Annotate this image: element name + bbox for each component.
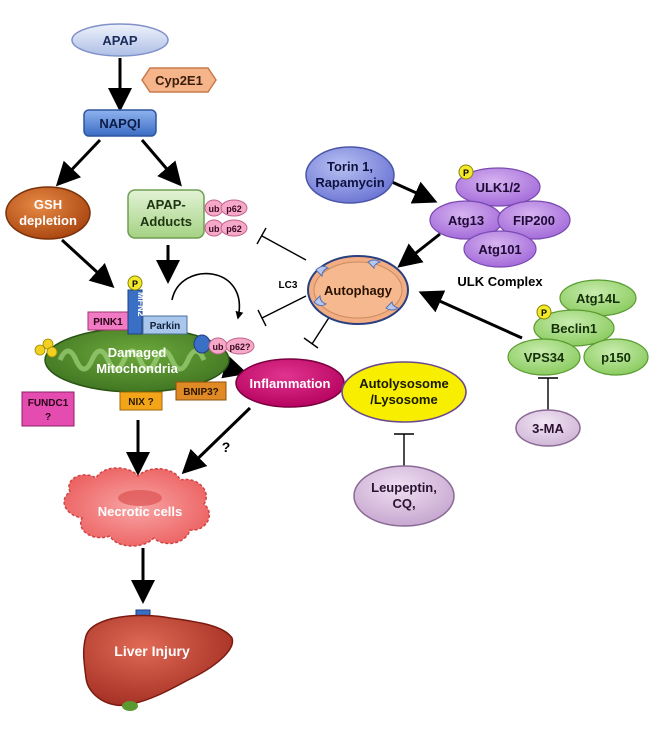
mitochondria-cristae xyxy=(57,348,207,372)
beclin-phospho-label: P xyxy=(541,308,547,318)
mfn2-phospho: P xyxy=(127,275,143,291)
inhibit-autophagy-inflammation xyxy=(311,315,331,345)
beclin-phospho xyxy=(536,304,552,320)
adducts-ub-p62-bottom: ub p62 xyxy=(204,219,248,237)
liver-injury-node: Liver Injury xyxy=(82,609,234,711)
arrow-ulk-autophagy xyxy=(397,232,441,268)
lc3-marker-3 xyxy=(313,294,328,307)
necrotic-cells-node: Necrotic cells xyxy=(63,467,210,547)
damaged-mitochondria-node: Damaged Mitochondria xyxy=(44,327,230,393)
napqi-label: NAPQI xyxy=(99,116,140,131)
inhibit-autophagy-mito xyxy=(261,295,307,319)
mito-ub-label: ub xyxy=(213,342,224,352)
bnip3-node: BNIP3? xyxy=(175,381,227,401)
mito-p62q-label: p62? xyxy=(229,342,250,352)
inhibit-autophagy-adducts-bar xyxy=(256,227,267,245)
leup-label-line1: Leupeptin, xyxy=(371,480,437,495)
autophagy-label: Autophagy xyxy=(324,283,393,298)
autolysosome-node: Autolysosome /Lysosome xyxy=(341,361,467,423)
arrow-parkin-loop xyxy=(171,272,244,320)
pink1-label: PINK1 xyxy=(93,317,123,328)
apap-adducts-node: APAP- Adducts xyxy=(127,189,205,239)
cyp2e1-node: Cyp2E1 xyxy=(141,67,217,93)
necrotic-label: Necrotic cells xyxy=(98,504,183,519)
arrow-torin-ulk xyxy=(391,180,438,204)
vps34-label: VPS34 xyxy=(524,350,565,365)
mito-label-line1: Damaged xyxy=(108,345,167,360)
fundc1-label-line1: FUNDC1 xyxy=(28,398,69,409)
nix-label: NIX ? xyxy=(128,397,154,408)
3ma-node: 3-MA xyxy=(515,409,581,447)
adducts-ub-top: ub xyxy=(209,204,220,214)
lyso-label-line1: Autolysosome xyxy=(359,376,449,391)
lc3-label: LC3 xyxy=(279,280,298,291)
ulk-complex-caption: ULK Complex xyxy=(457,274,543,289)
fip200-label: FIP200 xyxy=(513,213,555,228)
adducts-ub-bottom: ub xyxy=(209,224,220,234)
ulk-complex: ULK1/2 Atg13 FIP200 Atg101 P ULK Complex xyxy=(429,164,571,289)
adducts-label-line2: Adducts xyxy=(140,214,192,229)
arrow-gsh-mito xyxy=(60,238,115,289)
napqi-node: NAPQI xyxy=(83,109,157,137)
fundc1-node: FUNDC1 ? xyxy=(21,391,75,427)
ulk-phospho-label: P xyxy=(463,168,469,178)
ulk-phospho xyxy=(458,164,474,180)
adducts-p62-top: p62 xyxy=(226,204,242,214)
parkin-label: Parkin xyxy=(150,321,181,332)
arrow-beclin-autophagy xyxy=(418,290,523,340)
beclin1-complex: Atg14L Beclin1 VPS34 p150 P xyxy=(507,279,649,376)
pink1-node: PINK1 xyxy=(87,311,129,331)
nix-node: NIX ? xyxy=(119,391,163,411)
bnip3-label: BNIP3? xyxy=(183,387,219,398)
apap-node: APAP xyxy=(71,23,169,57)
beclin1-label: Beclin1 xyxy=(551,321,597,336)
lc3-marker-1 xyxy=(315,265,330,278)
lc3-marker-2 xyxy=(367,259,382,270)
connectors xyxy=(55,58,558,604)
torin-rapamycin-node: Torin 1, Rapamycin xyxy=(305,146,395,204)
leupeptin-cq-node: Leupeptin, CQ, xyxy=(353,465,455,527)
3ma-label: 3-MA xyxy=(532,421,564,436)
arrow-inflammation-necrotic xyxy=(181,406,252,475)
mito-yellow-dots xyxy=(34,338,58,358)
p150-label: p150 xyxy=(601,350,631,365)
adducts-p62-bottom: p62 xyxy=(226,224,242,234)
inhibit-autophagy-inflammation-bar xyxy=(303,337,319,349)
mfn2-label: MFN2 xyxy=(136,292,146,317)
cyp2e1-label: Cyp2E1 xyxy=(155,73,203,88)
inflammation-question: ? xyxy=(222,439,231,455)
torin-label-line1: Torin 1, xyxy=(327,159,373,174)
inflammation-label: Inflammation xyxy=(250,376,331,391)
lc3-marker-4 xyxy=(385,300,400,311)
fundc1-label-line2: ? xyxy=(45,412,51,423)
lyso-label-line2: /Lysosome xyxy=(370,392,437,407)
inhibit-autophagy-adducts xyxy=(261,235,307,261)
mfn2-phospho-label: P xyxy=(132,279,138,289)
torin-label-line2: Rapamycin xyxy=(315,175,384,190)
mito-ub-p62: ub p62? xyxy=(193,334,255,355)
adducts-ub-p62-top: ub p62 xyxy=(204,199,248,217)
arrow-napqi-adducts xyxy=(140,139,182,187)
gsh-label-line2: depletion xyxy=(19,213,77,228)
atg13-label: Atg13 xyxy=(448,213,484,228)
gsh-depletion-node: GSH depletion xyxy=(5,186,91,240)
autophagy-node: Autophagy xyxy=(307,255,409,325)
inhibit-autophagy-mito-bar xyxy=(257,309,267,327)
atg101-label: Atg101 xyxy=(478,242,521,257)
inflammation-node: Inflammation xyxy=(235,358,345,408)
parkin-node: Parkin xyxy=(142,315,188,335)
arrow-napqi-gsh xyxy=(55,138,102,187)
leup-label-line2: CQ, xyxy=(392,496,415,511)
adducts-label-line1: APAP- xyxy=(146,197,185,212)
mito-label-line2: Mitochondria xyxy=(96,361,178,376)
ulk12-label: ULK1/2 xyxy=(476,180,521,195)
gsh-label-line1: GSH xyxy=(34,197,62,212)
liver-label: Liver Injury xyxy=(114,643,190,659)
apap-label: APAP xyxy=(102,33,137,48)
atg14l-label: Atg14L xyxy=(576,291,620,306)
